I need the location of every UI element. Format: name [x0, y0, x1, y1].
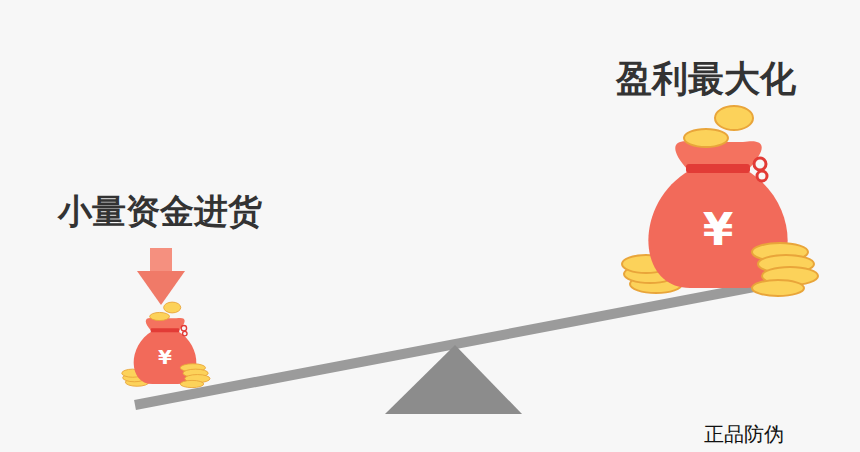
large-money-bag: [622, 106, 818, 296]
heading-label: 盈利最大化: [616, 58, 796, 99]
down-arrow: [137, 248, 185, 305]
currency-symbol: ¥: [703, 205, 734, 256]
heading-label: 小量资金进货: [58, 192, 262, 231]
small-money-bag: [122, 302, 210, 388]
currency-symbol: ¥: [158, 346, 172, 369]
fulcrum: [385, 345, 522, 414]
watermark: 正品防伪: [704, 423, 784, 446]
